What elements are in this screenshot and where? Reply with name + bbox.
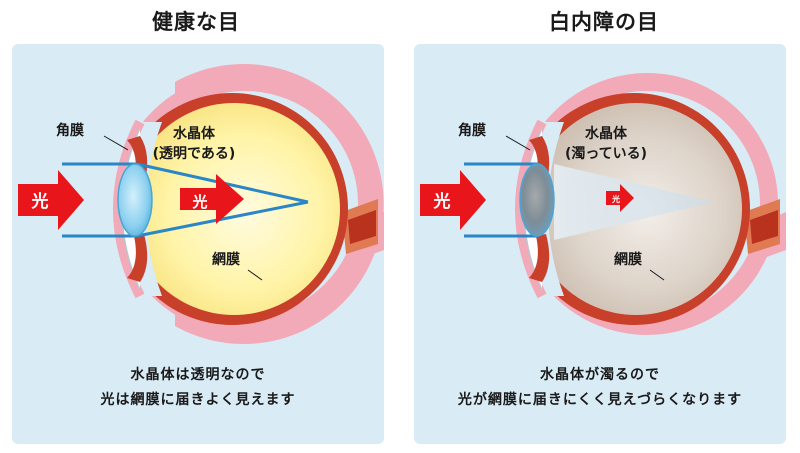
cataract-eye-title: 白内障の目 [549, 9, 659, 34]
lens-sublabel: (透明である) [153, 146, 236, 162]
lens-label: 水晶体 [585, 125, 628, 142]
crystalline-lens [117, 163, 153, 237]
lens-label: 水晶体 [173, 125, 216, 142]
cataract-caption-line1: 水晶体が濁るので [540, 367, 660, 383]
iris-lower [529, 234, 550, 282]
light-rays [464, 162, 539, 238]
retina-label: 網膜 [614, 251, 642, 268]
inner-light-arrow-icon [606, 184, 634, 212]
lens-sublabel: (濁っている) [565, 146, 647, 162]
cornea-leader [505, 135, 531, 151]
healthy-eye-panel: 光 光 角膜 水晶体 (透明である) 網膜 水晶体は透明なので 光は網膜に届きよ… [12, 44, 384, 444]
cornea-label: 角膜 [56, 122, 84, 139]
healthy-caption-line1: 水晶体は透明なので [130, 367, 266, 383]
light-arrow-label: 光 [31, 191, 49, 212]
scattered-light-beam [554, 164, 714, 240]
retina-leader [247, 269, 263, 281]
light-arrow-icon [420, 170, 486, 230]
light-arrow-icon [18, 170, 84, 230]
optic-nerve-icon [744, 199, 786, 258]
optic-nerve-icon [342, 199, 384, 258]
cornea-leader [103, 135, 129, 151]
cataract-eye-diagram: 光 光 角膜 水晶体 (濁っている) 網膜 [420, 73, 786, 335]
retina-label: 網膜 [212, 251, 240, 268]
cataract-caption-line2: 光が網膜に届きにくく見えづらくなります [457, 392, 743, 408]
inner-light-label: 光 [611, 194, 620, 204]
inner-light-label: 光 [191, 193, 207, 211]
healthy-eye-diagram: 光 光 角膜 水晶体 (透明である) 網膜 [18, 64, 384, 344]
healthy-caption-line2: 光は網膜に届きよく見えます [100, 392, 296, 408]
iris-lower [127, 234, 148, 282]
retina-leader [649, 269, 665, 281]
inner-light-arrow-icon [180, 174, 244, 224]
healthy-eye-title: 健康な目 [152, 9, 240, 34]
light-arrow-label: 光 [433, 191, 451, 212]
cornea-label: 角膜 [458, 122, 486, 139]
cataract-eye-panel: 光 光 角膜 水晶体 (濁っている) 網膜 水晶体が濁るので 光が網膜に届きにく… [414, 44, 786, 444]
vitreous-body [128, 103, 340, 315]
clouded-lens [519, 163, 555, 237]
